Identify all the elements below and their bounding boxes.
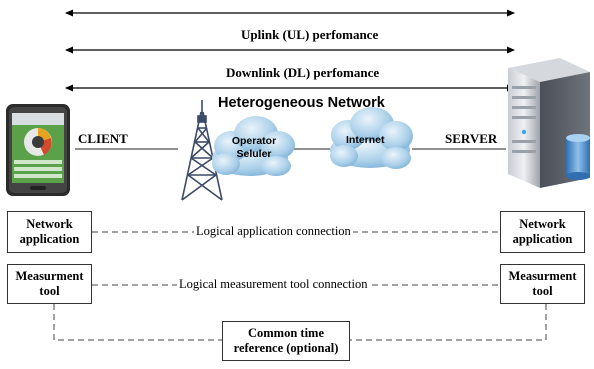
client-network-app-box: Network application bbox=[7, 211, 92, 253]
client-network-app-line2: application bbox=[19, 232, 80, 246]
operator-label-line1: Operator bbox=[231, 135, 277, 147]
client-network-app-line1: Network bbox=[26, 217, 73, 231]
time-ref-line1: Common time bbox=[247, 326, 325, 340]
internet-cloud-label: Internet bbox=[346, 134, 385, 146]
time-ref-right-line bbox=[350, 304, 547, 341]
client-measure-line2: tool bbox=[39, 284, 60, 298]
server-label: SERVER bbox=[445, 131, 498, 146]
operator-cloud-label: Operator Seluler bbox=[226, 135, 282, 161]
app-connection-label: Logical application connection bbox=[194, 224, 353, 239]
client-label: CLIENT bbox=[78, 131, 128, 146]
server-network-app-line1: Network bbox=[519, 217, 566, 231]
smartphone-icon bbox=[6, 104, 70, 196]
operator-label-line2: Seluler bbox=[236, 148, 272, 160]
server-measure-line1: Measurment bbox=[508, 269, 577, 283]
cloud-icon bbox=[212, 116, 295, 176]
server-measure-line2: tool bbox=[532, 284, 553, 298]
cell-tower-icon bbox=[181, 100, 223, 201]
client-measure-tool-box: Measurment tool bbox=[7, 264, 92, 304]
cloud-icon bbox=[330, 107, 413, 169]
measure-connection-label: Logical measurement tool connection bbox=[177, 277, 370, 292]
time-reference-box: Common time reference (optional) bbox=[222, 321, 350, 361]
time-ref-left-line bbox=[53, 304, 222, 341]
uplink-label: Uplink (UL) perfomance bbox=[241, 27, 379, 42]
server-network-app-line2: application bbox=[512, 232, 573, 246]
database-icon bbox=[566, 134, 590, 180]
server-network-app-box: Network application bbox=[500, 211, 585, 253]
time-ref-line2: reference (optional) bbox=[233, 341, 339, 355]
server-measure-tool-box: Measurment tool bbox=[500, 264, 585, 304]
downlink-label: Downlink (DL) perfomance bbox=[226, 65, 380, 80]
network-title: Heterogeneous Network bbox=[218, 95, 385, 111]
client-measure-line1: Measurment bbox=[15, 269, 84, 283]
